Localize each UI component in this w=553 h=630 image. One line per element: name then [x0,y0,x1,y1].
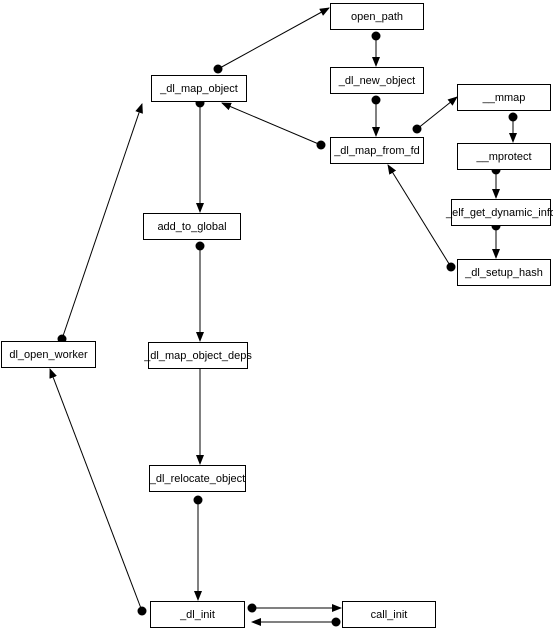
edge-dl-map-object-to-open-path-origin-dot [213,64,223,74]
node-dl-map-object: _dl_map_object [151,75,247,102]
edge-dl-init-to-dl-open-worker-origin-dot [137,606,147,616]
edge-dl-init-to-call-init-origin-dot [247,603,257,613]
node-dl-open-worker: dl_open_worker [1,341,96,368]
edge-dl-open-worker-to-dl-map-object [61,103,143,340]
edge-dl-init-to-dl-open-worker [49,368,143,612]
node-dl-map-object-deps: _dl_map_object_deps [144,342,252,369]
edge-dl-map-from-fd-to-dl-map-object [221,102,322,146]
node-call-init: call_init [342,601,436,628]
node-open-path: open_path [330,3,424,30]
edge-mmap-to-mprotect-origin-dot [508,112,518,122]
node-dl-init: _dl_init [150,601,245,628]
edge-dl-map-from-fd-to-mmap-origin-dot [412,124,422,134]
node-dl-setup-hash: _dl_setup_hash [457,259,551,286]
node-dl-relocate-object: _dl_relocate_object [149,465,246,492]
edge-call-init-to-dl-init-origin-dot [331,617,341,627]
edge-dl-relocate-object-to-dl-init-origin-dot [193,495,203,505]
node-dl-new-object: _dl_new_object [330,67,424,94]
node-elf-get-dynamic-info: _elf_get_dynamic_info [446,199,553,226]
edge-dl-map-from-fd-to-mmap [416,96,458,130]
edge-dl-map-from-fd-to-dl-map-object-origin-dot [316,140,326,150]
edge-add-to-global-to-dl-map-object-deps-origin-dot [195,241,205,251]
node-mmap: __mmap [457,84,551,111]
node-add-to-global: add_to_global [143,213,241,240]
edge-dl-setup-hash-to-dl-map-from-fd-origin-dot [446,262,456,272]
node-mprotect: __mprotect [457,143,551,170]
edge-dl-map-object-to-open-path [217,7,330,70]
edge-open-path-to-dl-new-object-origin-dot [371,31,381,41]
edge-dl-new-object-to-dl-map-from-fd-origin-dot [371,95,381,105]
node-dl-map-from-fd: _dl_map_from_fd [330,137,424,164]
edge-dl-setup-hash-to-dl-map-from-fd [387,164,452,268]
